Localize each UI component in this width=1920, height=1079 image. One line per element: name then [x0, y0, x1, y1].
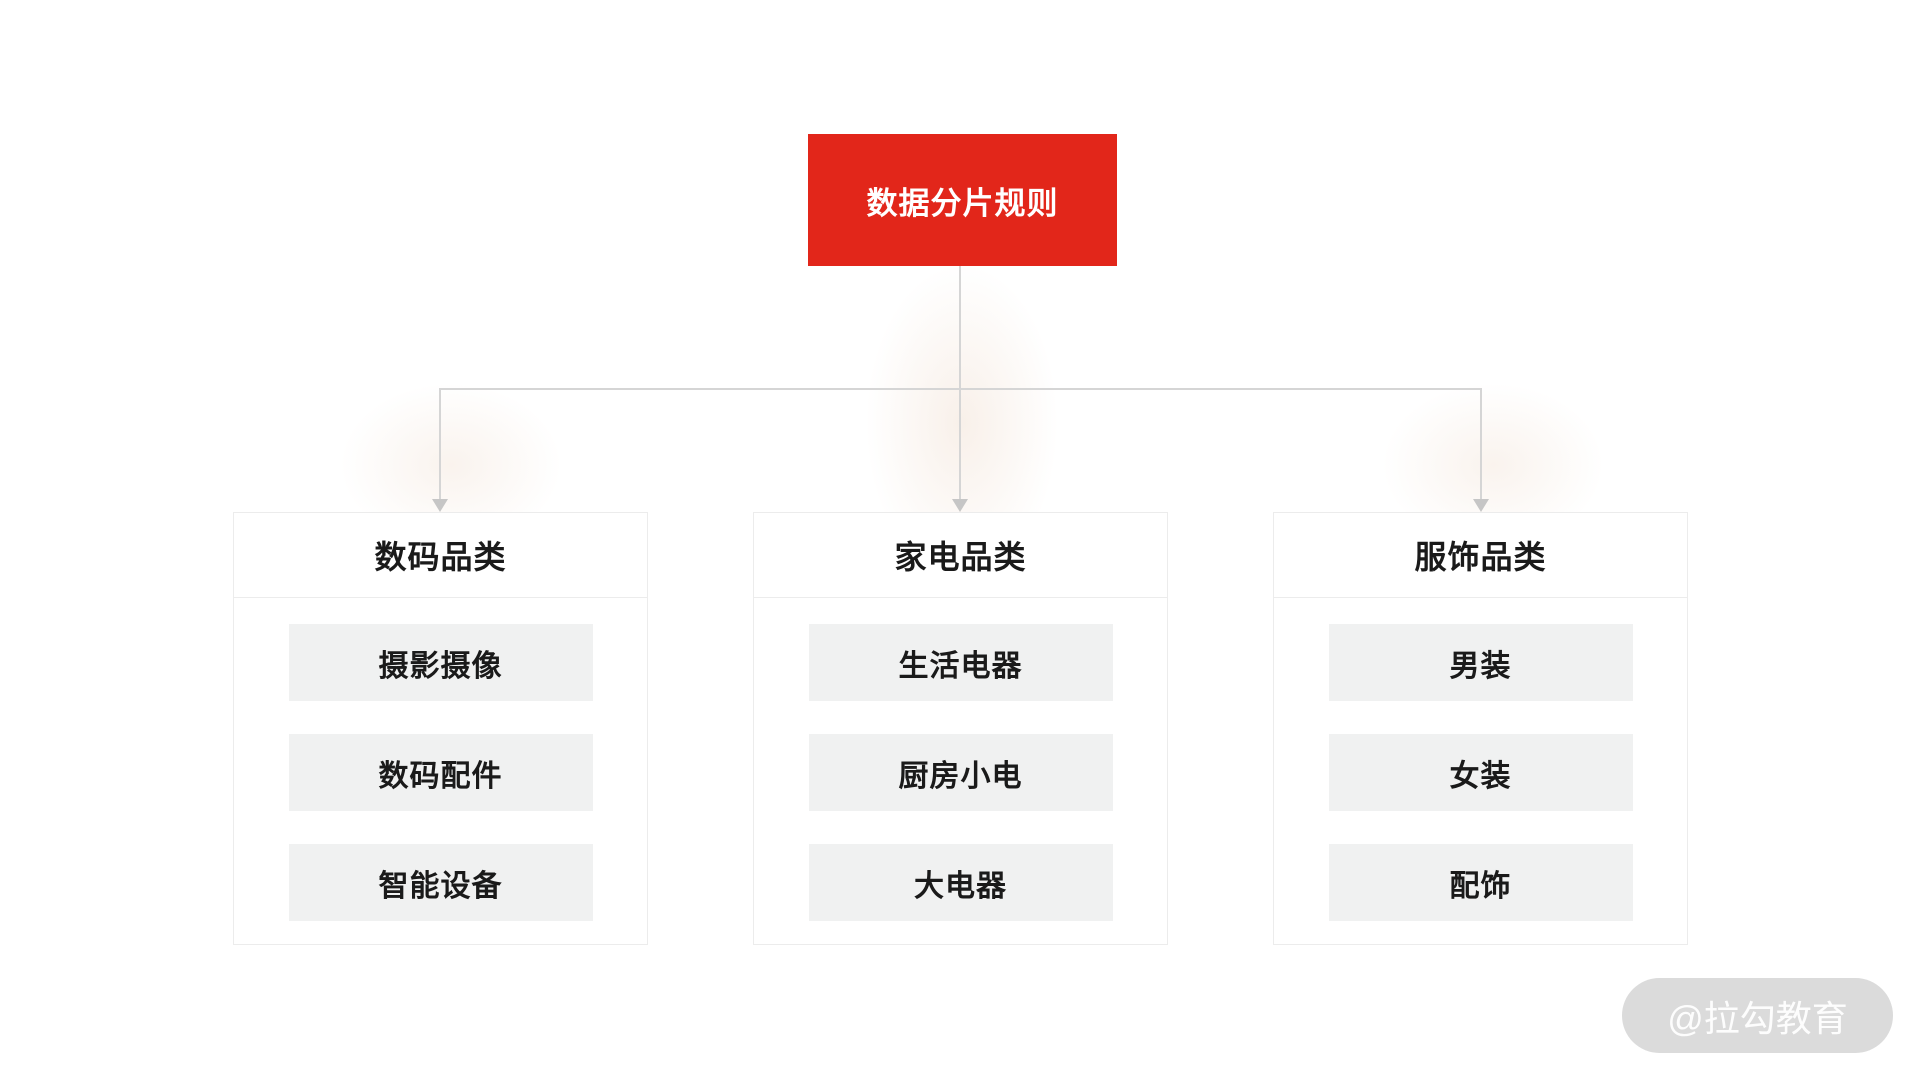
- category-title: 家电品类: [754, 513, 1167, 598]
- category-item-list: 男装 女装 配饰: [1274, 598, 1687, 921]
- category-item-list: 摄影摄像 数码配件 智能设备: [234, 598, 647, 921]
- watermark-badge: @拉勾教育: [1622, 978, 1893, 1053]
- category-item: 摄影摄像: [288, 624, 593, 701]
- arrowhead-down-icon: [1473, 499, 1489, 512]
- category-title: 数码品类: [234, 513, 647, 598]
- category-item: 配饰: [1328, 844, 1633, 921]
- category-item: 厨房小电: [808, 734, 1113, 811]
- arrowhead-down-icon: [952, 499, 968, 512]
- root-node-label: 数据分片规则: [866, 185, 1059, 221]
- category-box-digital: 数码品类 摄影摄像 数码配件 智能设备: [233, 512, 648, 945]
- arrowhead-down-icon: [432, 499, 448, 512]
- category-title: 服饰品类: [1274, 513, 1687, 598]
- connector-left-branch: [439, 388, 441, 500]
- category-item: 大电器: [808, 844, 1113, 921]
- category-item: 女装: [1328, 734, 1633, 811]
- connector-right-branch: [1480, 388, 1482, 500]
- connector-horizontal: [440, 388, 1482, 390]
- category-box-appliance: 家电品类 生活电器 厨房小电 大电器: [753, 512, 1168, 945]
- connector-root-stem: [959, 266, 961, 388]
- category-item: 生活电器: [808, 624, 1113, 701]
- category-box-apparel: 服饰品类 男装 女装 配饰: [1273, 512, 1688, 945]
- connector-middle-branch: [959, 388, 961, 500]
- category-item-list: 生活电器 厨房小电 大电器: [754, 598, 1167, 921]
- root-node: 数据分片规则: [808, 134, 1117, 266]
- category-item: 男装: [1328, 624, 1633, 701]
- category-item: 智能设备: [288, 844, 593, 921]
- watermark-label: @拉勾教育: [1667, 997, 1848, 1039]
- category-item: 数码配件: [288, 734, 593, 811]
